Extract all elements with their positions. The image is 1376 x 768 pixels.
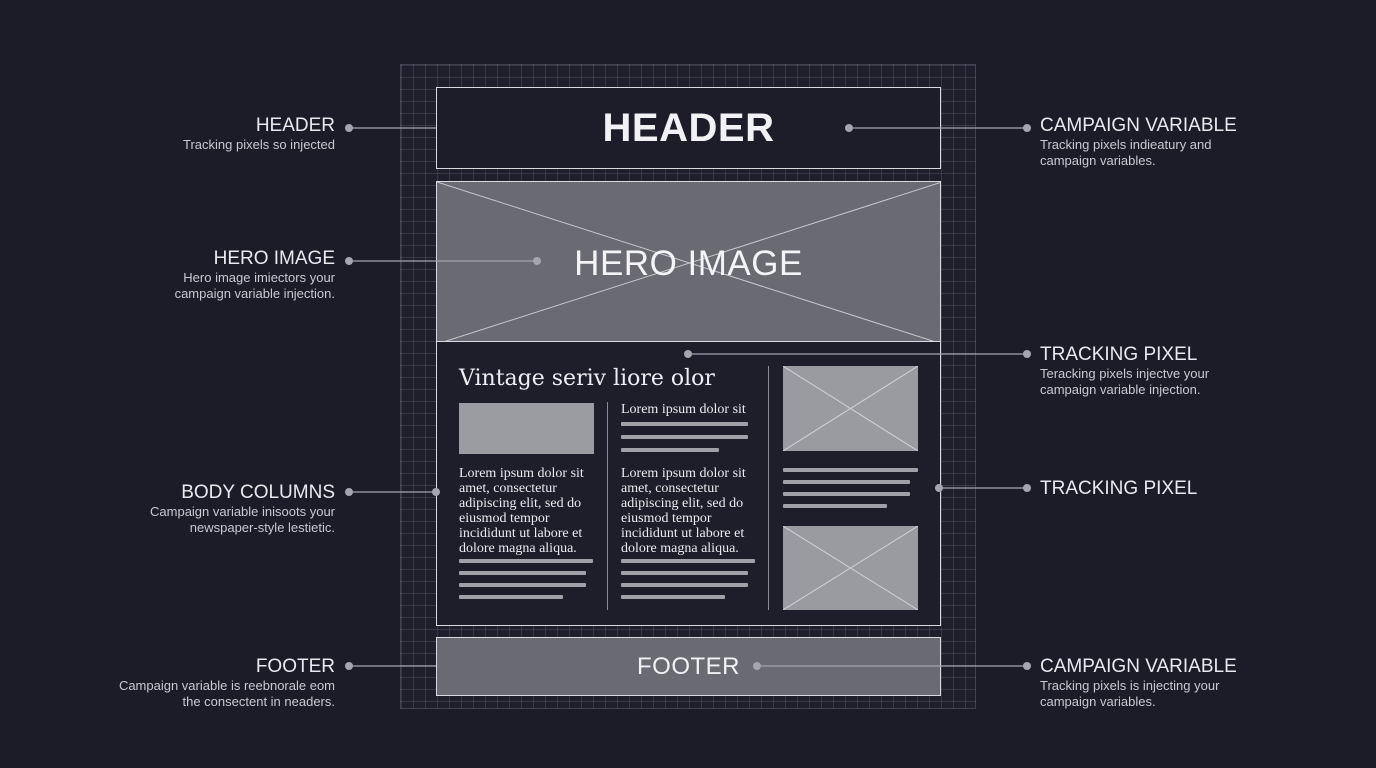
col3-image-placeholder-bottom <box>783 526 918 610</box>
annotation-right-tracking-pixel-bottom: TRACKING PIXEL <box>1040 478 1197 500</box>
image-cross-icon <box>783 366 918 451</box>
annotation-desc: Campaign variable is reebnorale eom <box>118 678 335 693</box>
annotation-dot <box>345 488 353 496</box>
annotation-title: HEADER <box>255 115 335 136</box>
annotation-desc: Tracking pixels indieatury and <box>1040 137 1212 152</box>
annotation-title: TRACKING PIXEL <box>1040 478 1198 499</box>
annotation-dot <box>935 484 943 492</box>
col3-text-line <box>783 468 918 472</box>
annotation-right-campaign-variable-top: CAMPAIGN VARIABLE Tracking pixels indiea… <box>1040 115 1237 169</box>
col1-text-line <box>459 583 586 587</box>
header-block-title: HEADER <box>602 105 775 150</box>
annotation-desc: campaign variables. <box>1040 153 1156 168</box>
annotation-desc: Hero image imiectors your <box>183 270 335 285</box>
annotation-title: CAMPAIGN VARIABLE <box>1040 656 1237 677</box>
annotation-desc: the consectent in neaders. <box>182 694 336 709</box>
annotation-dot <box>533 257 541 265</box>
annotation-desc: Tracking pixels so injected <box>183 137 335 152</box>
col2-text-line <box>621 559 755 563</box>
footer-block-title: FOOTER <box>637 652 740 680</box>
column-divider <box>607 402 608 610</box>
col3-text-line <box>783 480 910 484</box>
col1-text: Lorem ipsum dolor sit amet, consectetur … <box>459 466 584 556</box>
annotation-desc: campaign variable injection. <box>1040 382 1201 397</box>
annotation-left-hero-image: HERO IMAGE Hero image imiectors your cam… <box>175 248 335 302</box>
annotation-desc: Campaign variable inisoots your <box>150 504 335 519</box>
hero-placeholder-cross-icon <box>437 182 940 342</box>
col2-heading: Lorem ipsum dolor sit <box>621 402 746 417</box>
col3-text-line <box>783 492 910 496</box>
email-header-block: HEADER <box>436 87 941 169</box>
col2-text: Lorem ipsum dolor sit amet, consectetur … <box>621 466 746 556</box>
col3-image-placeholder-top <box>783 366 918 451</box>
annotation-title: CAMPAIGN VARIABLE <box>1040 115 1237 136</box>
annotation-title: FOOTER <box>255 656 335 677</box>
body-headline: Vintage seriv liore olor <box>459 366 715 391</box>
annotation-dot <box>345 662 353 670</box>
email-hero-block: HERO IMAGE <box>436 181 941 343</box>
annotation-left-body-columns: BODY COLUMNS Campaign variable inisoots … <box>150 482 335 536</box>
email-footer-block: FOOTER <box>436 637 941 696</box>
col3-text-line <box>783 504 887 508</box>
annotation-right-campaign-variable-bottom: CAMPAIGN VARIABLE Tracking pixels is inj… <box>1040 656 1237 710</box>
col1-text-line <box>459 595 563 599</box>
annotation-dot <box>845 124 853 132</box>
annotation-dot <box>1023 124 1031 132</box>
annotation-left-header: HEADER Tracking pixels so injected <box>183 115 335 153</box>
annotation-dot <box>432 488 440 496</box>
annotation-dot <box>345 124 353 132</box>
col2-text-line <box>621 595 725 599</box>
image-cross-icon <box>783 526 918 610</box>
annotation-title: HERO IMAGE <box>213 248 335 269</box>
col1-text-line <box>459 559 593 563</box>
annotation-desc: Tracking pixels is injecting your <box>1040 678 1220 693</box>
annotation-desc: Teracking pixels injectve your <box>1040 366 1210 381</box>
col1-text-line <box>459 571 586 575</box>
col2-text-line <box>621 583 748 587</box>
col1-image-placeholder <box>459 403 594 454</box>
col2-text-line <box>621 448 719 452</box>
annotation-dot <box>684 350 692 358</box>
annotation-left-footer: FOOTER Campaign variable is reebnorale e… <box>119 656 335 710</box>
annotation-desc: newspaper-style lestietic. <box>189 520 335 535</box>
annotation-dot <box>1023 350 1031 358</box>
col2-text-line <box>621 571 748 575</box>
col2-text-line <box>621 422 748 426</box>
annotation-title: BODY COLUMNS <box>181 482 335 503</box>
annotation-right-tracking-pixel-top: TRACKING PIXEL Teracking pixels injectve… <box>1040 344 1209 398</box>
annotation-desc: campaign variables. <box>1040 694 1156 709</box>
annotation-title: TRACKING PIXEL <box>1040 344 1198 365</box>
annotation-desc: campaign variable injection. <box>174 286 335 301</box>
annotation-dot <box>345 257 353 265</box>
annotation-dot <box>1023 662 1031 670</box>
email-body-block: Vintage seriv liore olor Lorem ipsum dol… <box>436 341 941 626</box>
hero-block-title: HERO IMAGE <box>574 244 803 283</box>
annotation-dot <box>1023 484 1031 492</box>
annotation-dot <box>753 662 761 670</box>
col2-text-line <box>621 435 748 439</box>
column-divider <box>768 366 769 610</box>
